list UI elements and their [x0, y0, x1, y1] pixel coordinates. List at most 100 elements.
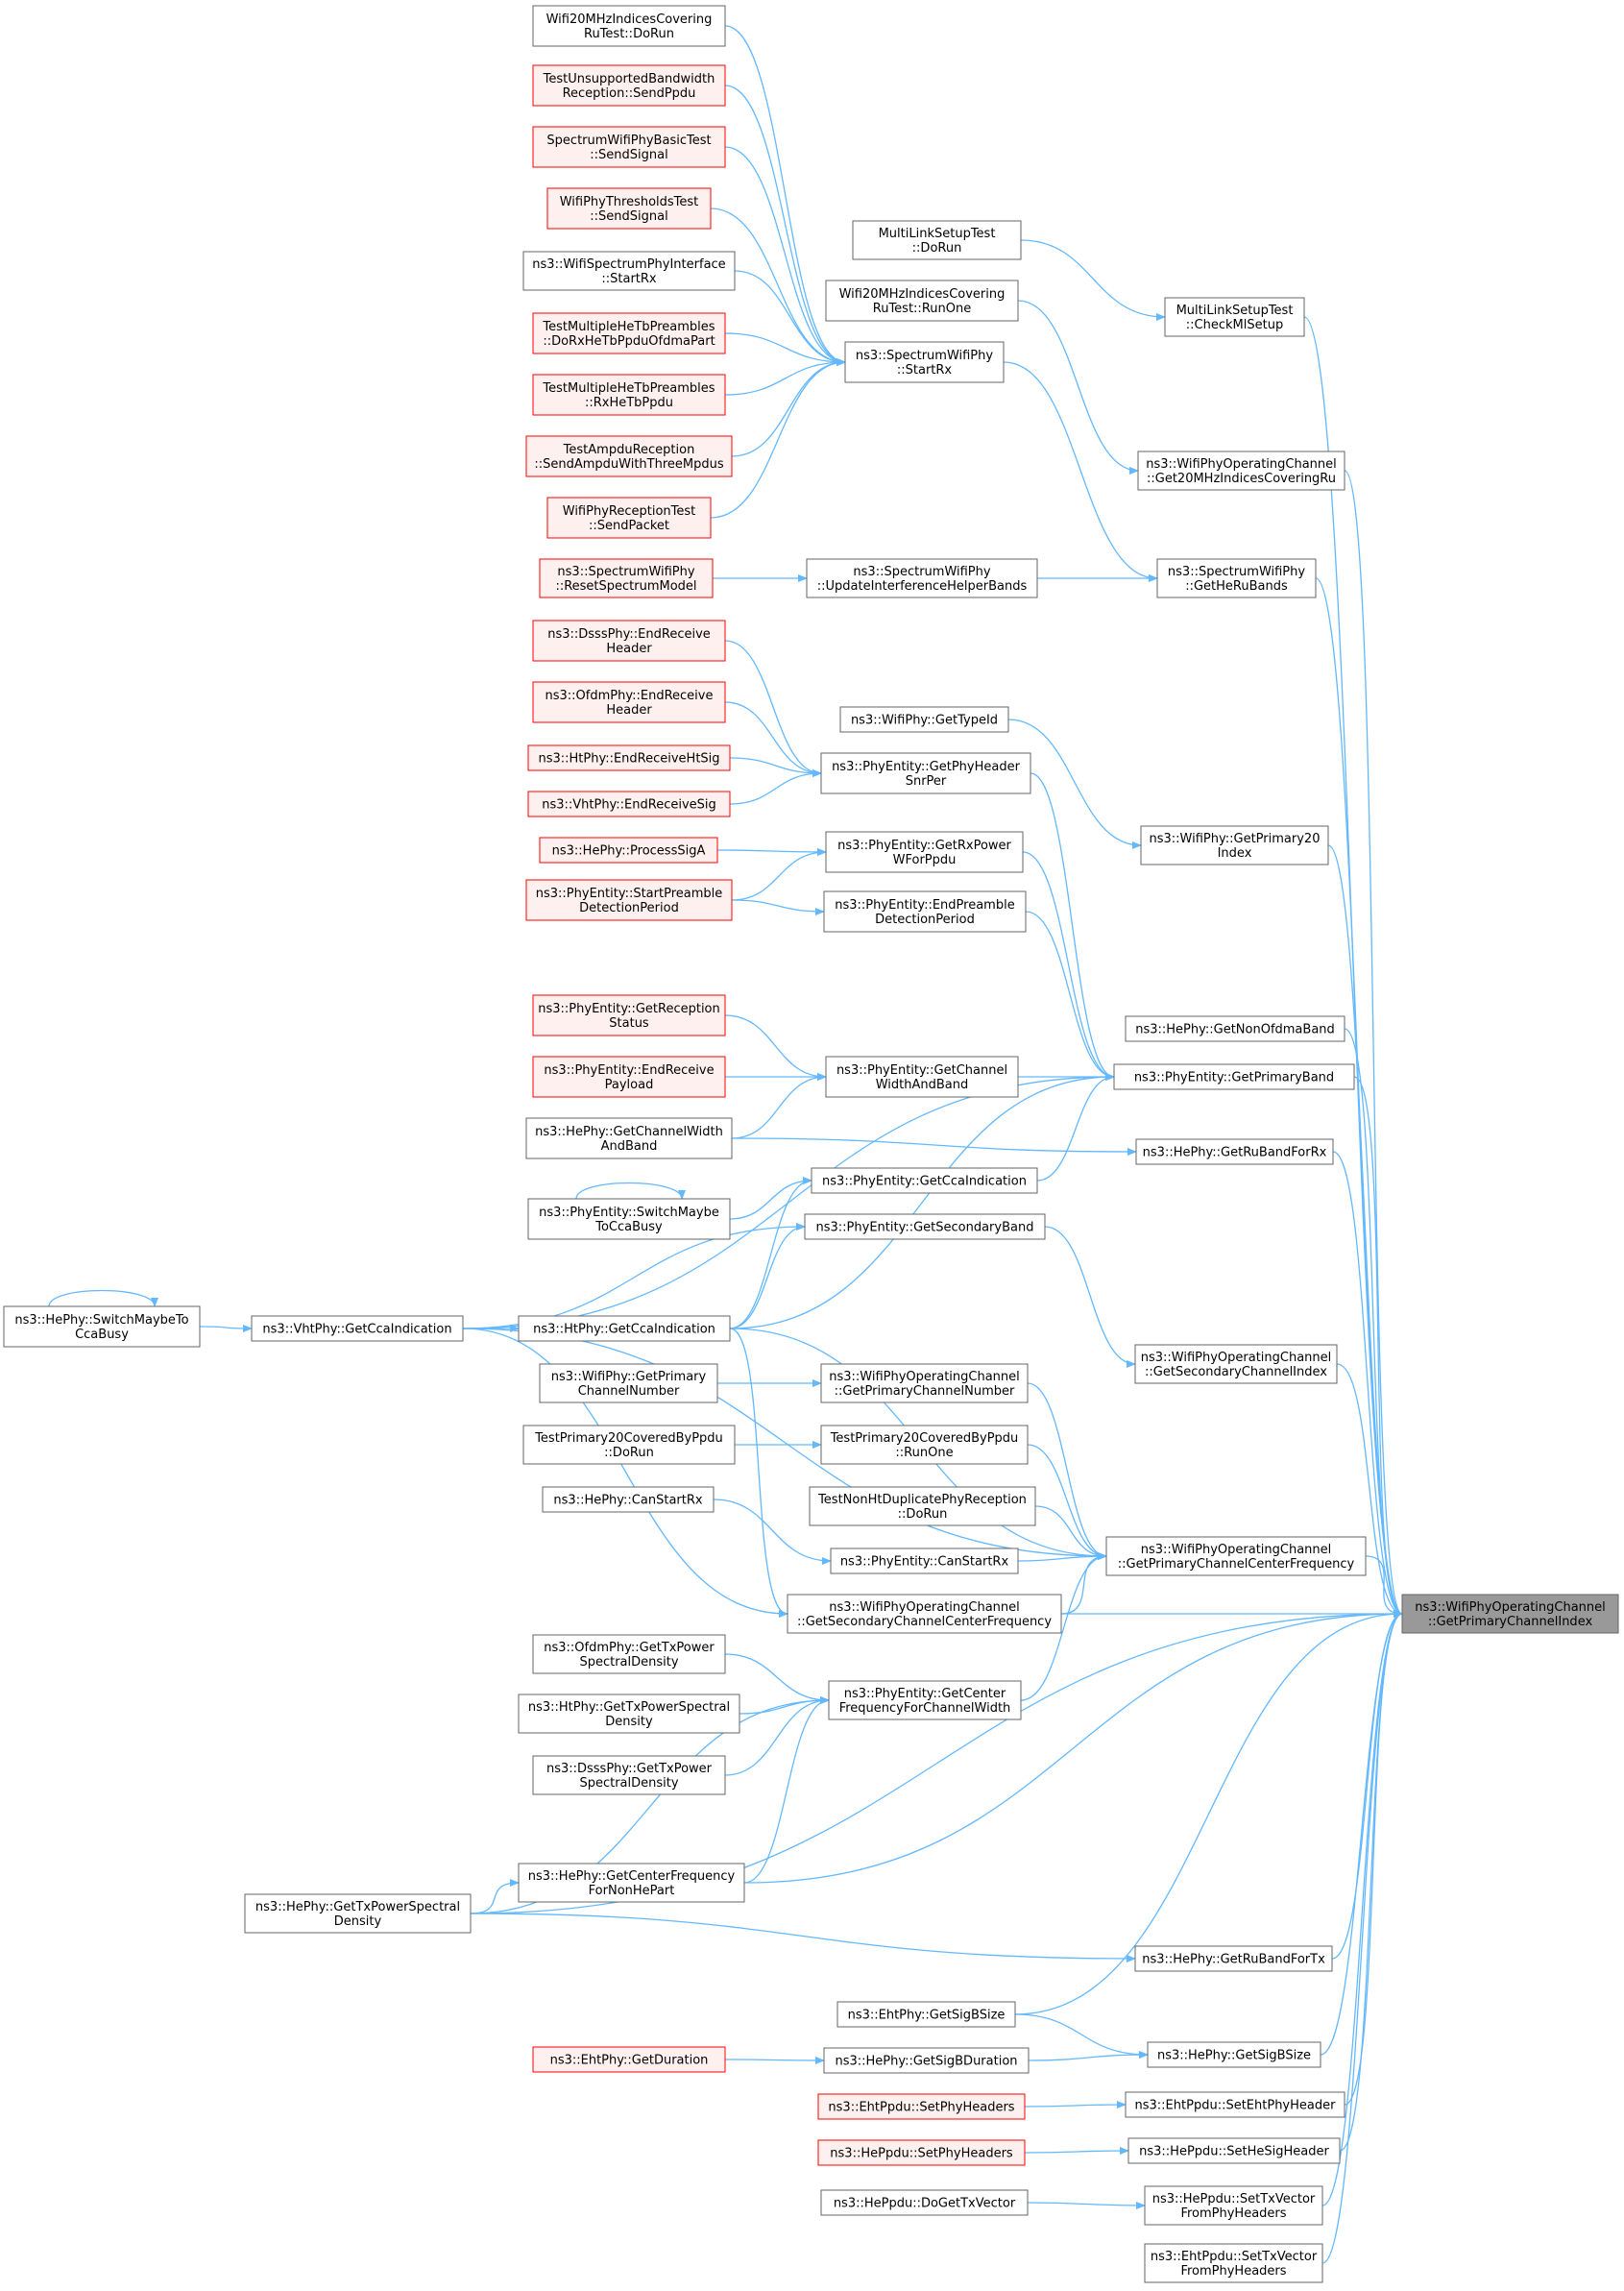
node-testmultiplehetbpreambles-rxhetbppdu[interactable]: TestMultipleHeTbPreambles::RxHeTbPpdu — [532, 374, 726, 416]
node-ns3-ehtphy-getsigbsize[interactable]: ns3::EhtPhy::GetSigBSize — [836, 2001, 1016, 2028]
node-box — [825, 280, 1019, 322]
node-ns3-wifiphyoperatingchannel-get20mhzindicescoveringru[interactable]: ns3::WifiPhyOperatingChannel::Get20MHzIn… — [1137, 451, 1345, 491]
node-label-line: ns3::HePhy::ProcessSigA — [552, 844, 706, 859]
node-label-line: DetectionPeriod — [875, 913, 975, 927]
node-ns3-ehtphy-getduration[interactable]: ns3::EhtPhy::GetDuration — [532, 2046, 726, 2073]
edge-specstartrx-to-specheru — [1003, 361, 1158, 582]
node-ns3-hephy-getcenterfrequency-fornonhepart[interactable]: ns3::HePhy::GetCenterFrequencyForNonHePa… — [518, 1863, 745, 1903]
node-ns3-heppdu-sethesigheader[interactable]: ns3::HePpdu::SetHeSigHeader — [1127, 2137, 1341, 2164]
node-multilinksetuptest-checkmlsetup[interactable]: MultiLinkSetupTest::CheckMlSetup — [1164, 297, 1305, 337]
node-testprimary20coveredbyppdu-dorun[interactable]: TestPrimary20CoveredByPpdu::DoRun — [522, 1425, 736, 1465]
node-ns3-phyentity-getsecondaryband[interactable]: ns3::PhyEntity::GetSecondaryBand — [804, 1213, 1046, 1240]
node-box — [525, 879, 733, 921]
node-ns3-hephy-getrubandfortx[interactable]: ns3::HePhy::GetRuBandForTx — [1134, 1945, 1333, 1972]
node-ns3-phyentity-canstartrx[interactable]: ns3::PhyEntity::CanStartRx — [830, 1548, 1019, 1574]
node-ns3-spectrumwifiphy-startrx[interactable]: ns3::SpectrumWifiPhy::StartRx — [844, 341, 1005, 383]
node-ns3-ehtppdu-setehtphyheader[interactable]: ns3::EhtPpdu::SetEhtPhyHeader — [1125, 2091, 1345, 2118]
node-ns3-phyentity-getprimaryband[interactable]: ns3::PhyEntity::GetPrimaryBand — [1113, 1063, 1355, 1090]
node-label-line: ns3::WifiPhy::GetTypeId — [851, 714, 998, 728]
node-label-line: SnrPer — [906, 774, 947, 789]
edge-pecentercw-to-ocprimcf — [1020, 1552, 1107, 1701]
node-label-line: ::GetHeRuBands — [1185, 579, 1288, 594]
node-ns3-phyentity-endpreamble-detectionperiod[interactable]: ns3::PhyEntity::EndPreambleDetectionPeri… — [823, 890, 1027, 933]
node-testnonhtduplicatephyreception-dorun[interactable]: TestNonHtDuplicatePhyReception::DoRun — [809, 1486, 1036, 1526]
node-box — [518, 1694, 740, 1734]
node-box — [532, 312, 726, 354]
node-ns3-hephy-getsigbsize[interactable]: ns3::HePhy::GetSigBSize — [1147, 2041, 1321, 2068]
node-box — [809, 1486, 1036, 1526]
edge-wptypeid-to-wpprim20 — [1007, 719, 1142, 849]
node-ns3-wifispectrumphyinterface-startrx[interactable]: ns3::WifiSpectrumPhyInterface::StartRx — [522, 251, 736, 291]
edge-herutx-to-root — [1331, 1610, 1403, 1960]
node-box — [1105, 1536, 1367, 1576]
node-ns3-wifiphy-getprimary-channelnumber[interactable]: ns3::WifiPhy::GetPrimaryChannelNumber — [539, 1363, 718, 1403]
node-label-line: ::RunOne — [895, 1446, 953, 1460]
node-testampdureception-sendampduwiththreempdus[interactable]: TestAmpduReception::SendAmpduWithThreeMp… — [525, 435, 733, 477]
node-testunsupportedbandwidth-reception-sendppdu[interactable]: TestUnsupportedBandwidthReception::SendP… — [532, 64, 726, 107]
node-testmultiplehetbpreambles-dorxhetbppduofdmapart[interactable]: TestMultipleHeTbPreambles::DoRxHeTbPpduO… — [532, 312, 726, 354]
nodes-layer: ns3::WifiPhyOperatingChannel::GetPrimary… — [3, 5, 1619, 2283]
node-ns3-wifiphy-gettypeid[interactable]: ns3::WifiPhy::GetTypeId — [839, 706, 1009, 733]
node-ns3-hephy-getsigbduration[interactable]: ns3::HePhy::GetSigBDuration — [823, 2047, 1030, 2074]
node-ns3-hephy-canstartrx[interactable]: ns3::HePhy::CanStartRx — [542, 1486, 715, 1513]
node-label-line: ns3::HePpdu::SetHeSigHeader — [1139, 2145, 1329, 2159]
node-ns3-phyentity-getccaindication[interactable]: ns3::PhyEntity::GetCcaIndication — [811, 1167, 1038, 1194]
node-box — [527, 1198, 731, 1240]
node-box — [820, 752, 1031, 794]
node-ns3-heppdu-setphyheaders[interactable]: ns3::HePpdu::SetPhyHeaders — [817, 2139, 1026, 2166]
node-ns3-wifiphyoperatingchannel-getprimarychannelcenterfrequency[interactable]: ns3::WifiPhyOperatingChannel::GetPrimary… — [1105, 1536, 1367, 1576]
node-box — [852, 220, 1022, 260]
node-ns3-hephy-getrubandforrx[interactable]: ns3::HePhy::GetRuBandForRx — [1135, 1138, 1334, 1165]
node-ns3-htphy-getccaindication[interactable]: ns3::HtPhy::GetCcaIndication — [518, 1315, 731, 1342]
node-label-line: TestAmpduReception — [563, 443, 695, 457]
node-spectrumwifiphybasictest-sendsignal[interactable]: SpectrumWifiPhyBasicTest::SendSignal — [532, 126, 726, 168]
node-ns3-spectrumwifiphy-updateinterferencehelperbands[interactable]: ns3::SpectrumWifiPhy::UpdateInterference… — [806, 558, 1038, 598]
node-wifiphyreceptiontest-sendpacket[interactable]: WifiPhyReceptionTest::SendPacket — [546, 497, 712, 539]
node-ns3-heppdu-dogettxvector[interactable]: ns3::HePpdu::DoGetTxVector — [820, 2189, 1029, 2216]
edge-speciface-to-specstartrx — [734, 270, 846, 366]
node-multilinksetuptest-dorun[interactable]: MultiLinkSetupTest::DoRun — [852, 220, 1022, 260]
node-ns3-wifiphyoperatingchannel-getprimarychannelnumber[interactable]: ns3::WifiPhyOperatingChannel::GetPrimary… — [820, 1363, 1029, 1403]
node-wifiphythresholdstest-sendsignal[interactable]: WifiPhyThresholdsTest::SendSignal — [546, 187, 712, 230]
node-ns3-wifiphyoperatingchannel-getsecondarychannelindex[interactable]: ns3::WifiPhyOperatingChannel::GetSeconda… — [1134, 1344, 1338, 1384]
node-ns3-ehtppdu-setphyheaders[interactable]: ns3::EhtPpdu::SetPhyHeaders — [817, 2093, 1026, 2120]
node-label-line: ::RxHeTbPpdu — [585, 396, 673, 410]
node-label-line: ChannelNumber — [578, 1384, 680, 1399]
node-ns3-spectrumwifiphy-resetspectrummodel[interactable]: ns3::SpectrumWifiPhy::ResetSpectrumModel — [539, 558, 714, 598]
edge-hesettxv-to-root — [1321, 1610, 1403, 2206]
node-ns3-wifiphyoperatingchannel-getprimarychannelindex[interactable]: ns3::WifiPhyOperatingChannel::GetPrimary… — [1401, 1594, 1619, 1634]
node-ns3-htphy-endreceivehtsig[interactable]: ns3::HtPhy::EndReceiveHtSig — [527, 744, 731, 771]
node-ns3-vhtphy-getccaindication[interactable]: ns3::VhtPhy::GetCcaIndication — [251, 1315, 464, 1342]
node-box — [532, 1056, 726, 1098]
node-testprimary20coveredbyppdu-runone[interactable]: TestPrimary20CoveredByPpdu::RunOne — [820, 1425, 1029, 1465]
node-ns3-phyentity-getcenter-frequencyforchannelwidth[interactable]: ns3::PhyEntity::GetCenterFrequencyForCha… — [828, 1680, 1022, 1720]
node-box — [820, 1425, 1029, 1465]
node-ns3-phyentity-startpreamble-detectionperiod[interactable]: ns3::PhyEntity::StartPreambleDetectionPe… — [525, 879, 733, 921]
node-ns3-hephy-getnonofdmaband[interactable]: ns3::HePhy::GetNonOfdmaBand — [1125, 1015, 1345, 1042]
node-ns3-vhtphy-endreceivesig[interactable]: ns3::VhtPhy::EndReceiveSig — [527, 791, 731, 817]
node-ns3-hephy-processsiga[interactable]: ns3::HePhy::ProcessSigA — [539, 837, 718, 864]
node-label-line: ::GetSecondaryChannelIndex — [1145, 1365, 1327, 1379]
node-ns3-wifiphyoperatingchannel-getsecondarychannelcenterfrequency[interactable]: ns3::WifiPhyOperatingChannel::GetSeconda… — [787, 1594, 1062, 1634]
node-ns3-spectrumwifiphy-getherubands[interactable]: ns3::SpectrumWifiPhy::GetHeRuBands — [1156, 558, 1317, 598]
node-label-line: Density — [605, 1715, 653, 1729]
